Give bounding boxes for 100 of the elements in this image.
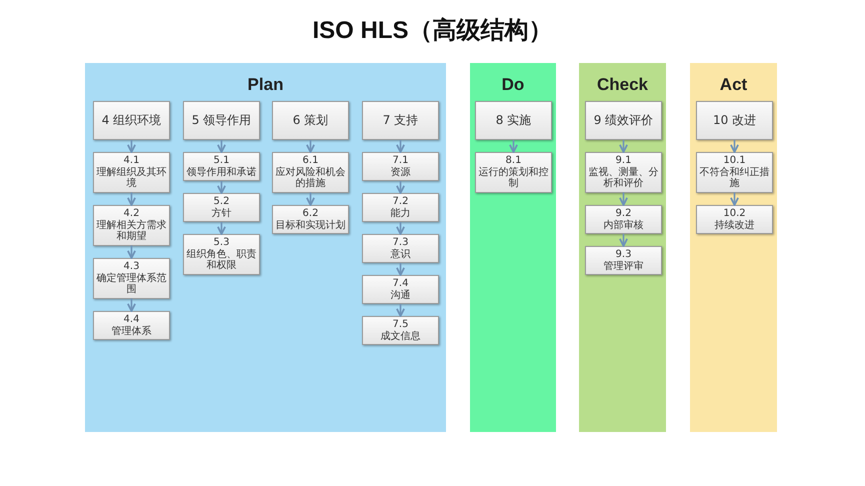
clause-box [475, 101, 552, 140]
phase-heading: Plan [246, 75, 284, 95]
clause-number: 7.4 [392, 278, 408, 290]
clause-text: 监视、测量、分析和评价 [588, 166, 659, 190]
subclause-box [183, 193, 260, 222]
clause-box [696, 101, 773, 140]
subclause-box [585, 152, 662, 192]
subclause-box [93, 205, 170, 246]
arrow [396, 181, 405, 194]
subclause-box [696, 205, 773, 234]
arrow [730, 192, 739, 206]
clause-number: 6.2 [302, 208, 318, 220]
subclause-box [696, 152, 773, 192]
clause-text: 理解组织及其环境 [96, 166, 167, 190]
subclause-box [183, 152, 260, 181]
clause-text: 8 实施 [496, 114, 532, 128]
subclause-box [93, 258, 170, 298]
phase-heading: Do [500, 75, 526, 95]
clause-text: 7 支持 [382, 114, 418, 128]
clause-number: 4.3 [124, 261, 140, 272]
clause-number: 7.5 [392, 319, 408, 330]
subclause-box [585, 205, 662, 234]
clause-box [93, 101, 170, 140]
phase-heading: Act [718, 75, 748, 95]
title: ISO HLS（高级结构） [311, 16, 554, 46]
clause-box [362, 101, 439, 140]
subclause-box [475, 152, 552, 192]
clause-text: 9 绩效评价 [594, 114, 654, 128]
clause-box [183, 101, 260, 140]
arrow [396, 263, 405, 276]
arrow [217, 222, 226, 235]
clause-text: 成文信息 [380, 330, 420, 342]
clause-text: 确定管理体系范围 [96, 272, 167, 296]
subclause-box [272, 205, 349, 234]
arrow [619, 234, 628, 247]
clause-text: 内部审核 [604, 220, 644, 231]
phase-heading: Check [596, 75, 650, 95]
arrow [306, 140, 315, 153]
clause-number: 9.3 [616, 249, 632, 260]
arrow [127, 298, 136, 312]
arrow [306, 192, 315, 206]
clause-text: 不符合和纠正措施 [699, 166, 770, 190]
clause-number: 5.2 [214, 196, 230, 208]
clause-text: 方针 [212, 208, 232, 219]
arrow [127, 246, 136, 259]
arrow [127, 140, 136, 153]
arrow [619, 192, 628, 206]
clause-text: 能力 [390, 208, 410, 219]
arrow [619, 140, 628, 153]
clause-number: 5.3 [214, 237, 230, 248]
clause-number: 7.1 [392, 155, 408, 166]
subclause-box [93, 152, 170, 192]
arrow [127, 192, 136, 206]
subclause-box [585, 246, 662, 275]
phase-band [470, 63, 556, 432]
clause-text: 4 组织环境 [102, 114, 162, 128]
clause-text: 持续改进 [714, 220, 754, 231]
arrow [396, 140, 405, 153]
clause-text: 沟通 [390, 290, 410, 301]
clause-number: 10.2 [723, 208, 746, 220]
subclause-box [93, 311, 170, 340]
subclause-box [362, 193, 439, 222]
clause-number: 9.1 [616, 155, 632, 166]
clause-number: 10.1 [723, 155, 746, 166]
clause-box [272, 101, 349, 140]
arrow [509, 140, 518, 153]
clause-text: 运行的策划和控制 [478, 166, 549, 190]
subclause-box [362, 152, 439, 181]
subclause-box [183, 234, 260, 274]
clause-text: 目标和实现计划 [276, 220, 346, 231]
clause-number: 5.1 [214, 155, 230, 166]
clause-number: 7.3 [392, 237, 408, 248]
clause-number: 7.2 [392, 196, 408, 208]
clause-text: 管理体系 [112, 326, 152, 337]
phase-band [690, 63, 777, 432]
clause-text: 5 领导作用 [192, 114, 252, 128]
clause-text: 组织角色、职责和权限 [186, 248, 257, 272]
clause-number: 4.1 [124, 155, 140, 166]
clause-text: 应对风险和机会的措施 [275, 166, 346, 190]
clause-number: 8.1 [506, 155, 522, 166]
clause-text: 意识 [390, 248, 410, 260]
clause-text: 领导作用和承诺 [186, 166, 256, 178]
phase-band [579, 63, 666, 432]
subclause-box [362, 275, 439, 304]
clause-text: 理解相关方需求和期望 [96, 220, 167, 242]
arrow [217, 140, 226, 153]
clause-text: 管理评审 [604, 260, 644, 272]
clause-number: 6.1 [302, 155, 318, 166]
subclause-box [272, 152, 349, 192]
arrow [217, 181, 226, 194]
clause-number: 4.2 [124, 208, 140, 220]
clause-text: 10 改进 [712, 114, 756, 128]
clause-text: 资源 [390, 166, 410, 178]
clause-text: 6 策划 [292, 114, 328, 128]
subclause-box [362, 316, 439, 345]
arrow [730, 140, 739, 153]
arrow [396, 222, 405, 235]
arrow [396, 304, 405, 317]
subclause-box [362, 234, 439, 263]
clause-number: 9.2 [616, 208, 632, 220]
